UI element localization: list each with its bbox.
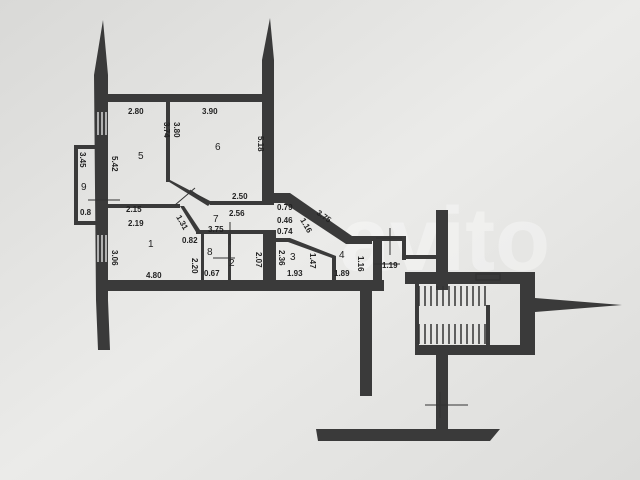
dim-label: 2.15	[126, 205, 142, 214]
room-8: 8	[207, 247, 213, 258]
room-6: 6	[215, 142, 221, 153]
room-numbers: 1 2 3 4 5 6 7 8 9	[81, 142, 345, 269]
dim-label: 3.06	[110, 250, 119, 266]
wall-room4-right	[373, 241, 382, 283]
stair-bottom-wall	[415, 345, 535, 355]
stairs	[418, 273, 501, 345]
dim-label: 2.56	[229, 209, 245, 218]
dim-label: 0.79	[277, 203, 293, 212]
diagonal-wall	[274, 193, 372, 244]
wall-room3	[276, 238, 336, 282]
dim-label: 2.07	[254, 252, 263, 268]
dim-label: 2.80	[128, 107, 144, 116]
windows	[97, 112, 107, 262]
dim-label: 4.80	[146, 271, 162, 280]
lower-wall	[360, 291, 372, 396]
dim-label: 2.19	[128, 219, 144, 228]
dim-label: 3.90	[202, 107, 218, 116]
wall-1-31	[180, 206, 200, 232]
bottom-wall	[108, 280, 384, 291]
top-wall	[108, 94, 268, 102]
room-2: 2	[229, 258, 235, 269]
dim-label: 3.45	[78, 152, 87, 168]
stair-top-wall	[405, 272, 535, 284]
bottom-base-wall	[316, 429, 500, 441]
room-4: 4	[339, 250, 345, 261]
dim-label: 0.82	[182, 236, 198, 245]
room-9: 9	[81, 182, 87, 193]
column	[263, 230, 276, 282]
dim-label: 1.89	[334, 269, 350, 278]
room-7: 7	[213, 214, 219, 225]
landing-right	[402, 236, 406, 260]
dim-label: 1.19	[382, 261, 398, 270]
partition-5-6	[166, 100, 170, 182]
balcony-top	[74, 145, 96, 149]
dim-label: 0.67	[204, 269, 220, 278]
dim-label: 1.93	[287, 269, 303, 278]
stair-left-wall	[415, 284, 419, 348]
wall-room6-bottom	[210, 201, 264, 205]
door-marks	[88, 187, 468, 418]
dim-label: 1.47	[308, 253, 317, 269]
dim-label: 5.18	[256, 136, 265, 152]
lower-stair-wall	[436, 355, 448, 430]
wall-room8-left	[201, 234, 204, 282]
dim-label: 0.46	[277, 216, 293, 225]
left-wall	[94, 20, 110, 350]
dim-label: 2.20	[190, 258, 199, 274]
room-1: 1	[148, 239, 154, 250]
dim-label: 3.74	[162, 122, 171, 138]
dim-label: 2.50	[232, 192, 248, 201]
stair-right-wall	[520, 272, 535, 354]
stair-spike	[535, 298, 622, 312]
stair-mid-wall	[486, 305, 490, 347]
dim-label: 0.8	[80, 208, 92, 217]
right-wall-spike	[262, 18, 274, 205]
balcony-bottom	[74, 221, 96, 225]
dim-label: 2.36	[277, 250, 286, 266]
dim-label: 1.16	[356, 256, 365, 272]
room-5: 5	[138, 151, 144, 162]
stair-wall	[436, 210, 448, 290]
balcony-left	[74, 145, 78, 225]
dim-label: 5.42	[110, 156, 119, 172]
walls	[74, 18, 622, 441]
wall-2-15	[108, 204, 180, 208]
dim-label: 0.74	[277, 227, 293, 236]
landing-bottom	[406, 255, 438, 259]
room-3: 3	[290, 252, 296, 263]
dim-label: 3.75	[208, 225, 224, 234]
dim-label: 3.80	[172, 122, 181, 138]
